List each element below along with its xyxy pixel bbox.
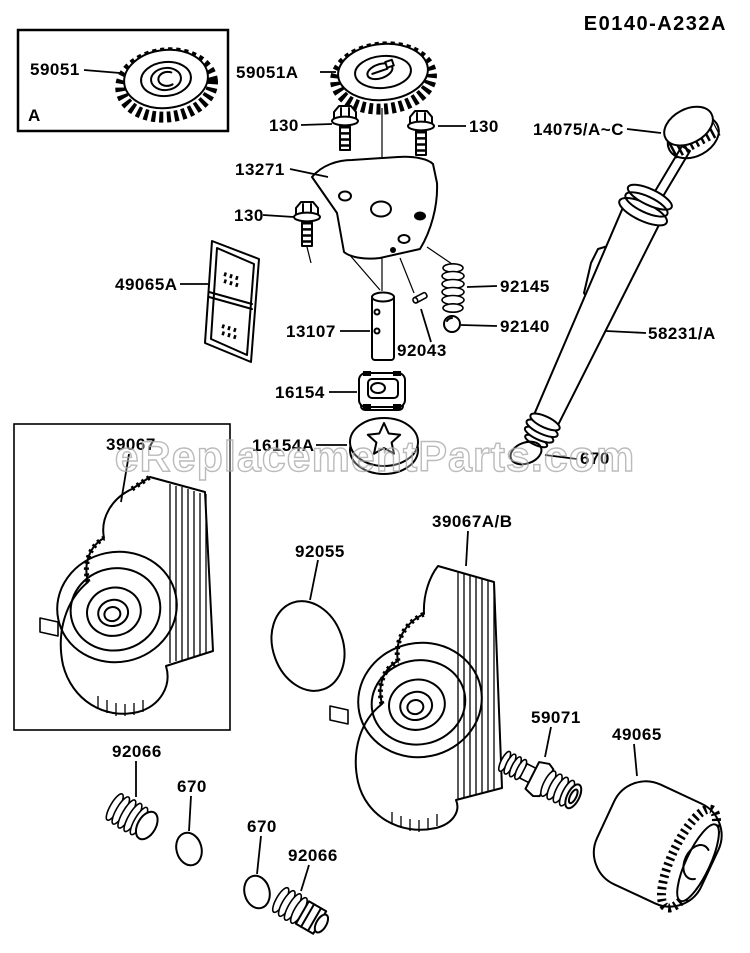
spring-92145-drawing [441,262,465,313]
pin-13107-drawing [371,291,395,361]
label-fitting: 59071 [531,708,581,727]
label-pin: 13107 [286,322,336,341]
gear-59051a-drawing [330,41,437,115]
plug-92066-left-drawing [105,793,159,841]
label-cover-inset: 39067 [106,435,156,454]
filler-cap-14075-drawing [650,105,721,204]
oring-670-mid-drawing [243,874,271,910]
label-pump-rotor: 16154 [275,383,325,402]
label-oring-tube: 670 [580,449,610,468]
cover-39067-drawing [39,474,214,716]
label-oring-cover: 92055 [295,542,345,561]
label-steel-ball: 92140 [500,317,550,336]
diagram-code: E0140-A232A [584,13,727,35]
gear-59051-drawing [115,47,218,123]
label-oring-a: 670 [177,777,207,796]
oil-filter-49065-drawing [592,780,723,913]
bolt-130-top-right [407,110,435,156]
bolt-130-top-left [331,105,359,151]
label-spring: 92145 [500,277,550,296]
label-screen: 49065A [115,275,178,294]
oring-92055-drawing [270,600,346,692]
label-filler-cap: 14075/A~C [533,120,624,139]
pump-rotor-16154a-drawing [349,417,419,475]
oring-670-left-drawing [175,831,203,867]
filler-tube-58231-drawing [523,183,673,449]
label-oring-b: 670 [247,817,277,836]
cover-39067ab-drawing [329,565,503,832]
label-plug-b: 92066 [288,846,338,865]
fitting-59071-drawing [497,750,583,810]
label-gear: 59051A [236,63,299,82]
label-plate: 13271 [235,160,285,179]
watermark: eReplacementParts.com [115,433,636,481]
label-cover: 39067A/B [432,512,513,531]
ball-92140-drawing [443,315,461,333]
label-pin-small: 92043 [397,341,447,360]
label-bolt-a: 130 [269,116,299,135]
label-bolt-b: 130 [469,117,499,136]
plate-13271-drawing [311,155,439,260]
inset-marker-a: A [28,106,40,125]
inset-box-39067 [13,423,231,731]
pin-92043-drawing [412,291,428,304]
leader-lines [83,69,662,892]
label-filler-tube: 58231/A [648,324,716,343]
label-gear-inset: 59051 [30,60,80,79]
inset-box-a [16,28,230,133]
bolt-130-lower [293,201,321,247]
plug-92066-right-drawing [271,886,330,935]
oring-670-tube-drawing [509,440,543,466]
screen-49065a-drawing [204,240,260,363]
label-oil-filter: 49065 [612,725,662,744]
label-pump-rotor-a: 16154A [252,436,315,455]
label-bolt-c: 130 [234,206,264,225]
pump-rotor-16154-drawing [358,371,406,411]
label-plug-a: 92066 [112,742,162,761]
